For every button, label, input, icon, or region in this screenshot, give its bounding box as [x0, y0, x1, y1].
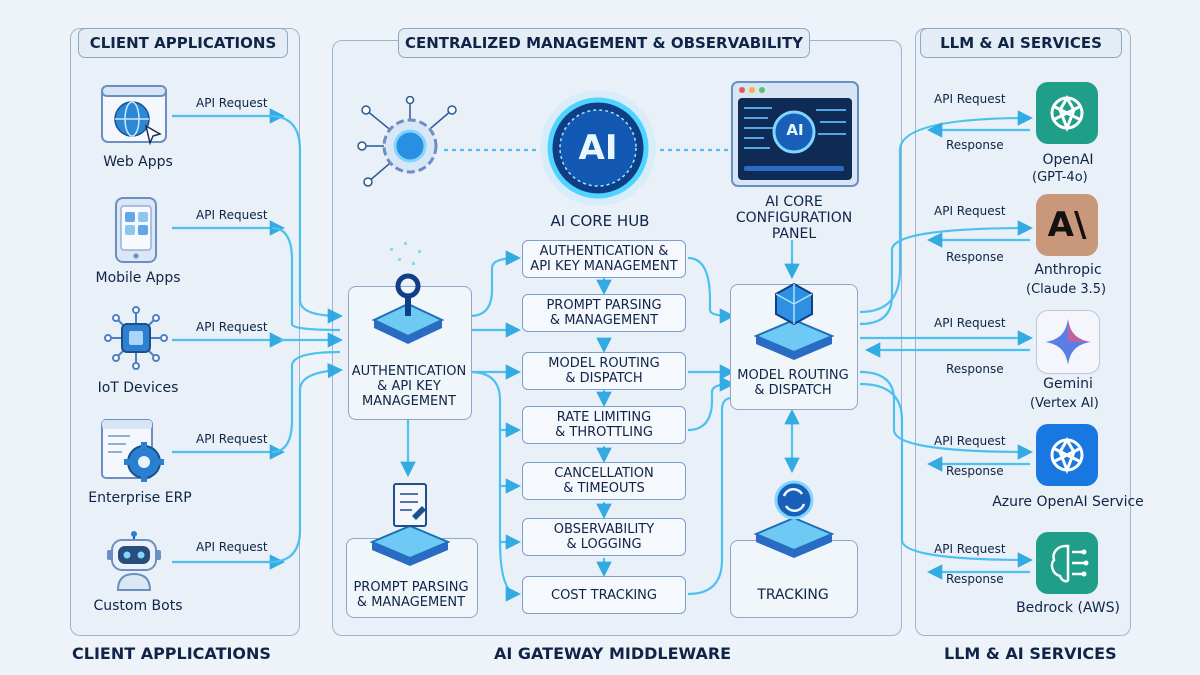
key-icon	[371, 242, 445, 344]
feature-authentication: AUTHENTICATION & API KEY MANAGEMENT	[522, 240, 686, 278]
feature-rate-limiting: RATE LIMITING & THROTTLING	[522, 406, 686, 444]
client-request-custom-bots: API Request	[196, 540, 268, 554]
cube-icon	[753, 282, 835, 360]
config-panel-label: AI CORE CONFIGURATION PANEL	[735, 194, 853, 242]
gemini-icon	[1036, 310, 1100, 374]
feature-observability: OBSERVABILITY & LOGGING	[522, 518, 686, 556]
service-request-openai: API Request	[934, 92, 1006, 106]
footer-ai-gateway: AI GATEWAY MIDDLEWARE	[494, 644, 732, 663]
ai-core-hub-icon	[540, 90, 656, 206]
client-name-enterprise-erp: Enterprise ERP	[88, 490, 192, 506]
bedrock-icon	[1036, 532, 1098, 594]
robot-icon	[107, 531, 161, 591]
client-name-mobile-apps: Mobile Apps	[95, 270, 181, 286]
refresh-icon	[753, 480, 835, 558]
client-request-mobile-apps: API Request	[196, 208, 268, 222]
azure-openai-icon	[1036, 424, 1098, 486]
client-request-iot-devices: API Request	[196, 320, 268, 334]
center-panel-title: CENTRALIZED MANAGEMENT & OBSERVABILITY	[398, 28, 810, 58]
service-response-anthropic: Response	[946, 250, 1004, 264]
feature-model-routing: MODEL ROUTING & DISPATCH	[522, 352, 686, 390]
prompt-platform-label: PROMPT PARSING & MANAGEMENT	[353, 580, 469, 610]
service-request-anthropic: API Request	[934, 204, 1006, 218]
client-name-web-apps: Web Apps	[103, 154, 173, 170]
service-sub-anthropic: (Claude 3.5)	[1026, 282, 1107, 297]
service-name-bedrock: Bedrock (AWS)	[1016, 600, 1120, 616]
configuration-panel-icon	[731, 81, 859, 187]
service-sub-gemini: (Vertex AI)	[1030, 396, 1099, 411]
ai-core-hub-label: AI CORE HUB	[550, 212, 650, 230]
client-name-iot-devices: IoT Devices	[97, 380, 179, 396]
client-request-enterprise-erp: API Request	[196, 432, 268, 446]
gear-network-icon	[357, 96, 457, 187]
service-name-azure: Azure OpenAI Service	[992, 494, 1144, 510]
service-request-gemini: API Request	[934, 316, 1006, 330]
anthropic-icon: A\	[1036, 194, 1098, 256]
footer-llm-services: LLM & AI SERVICES	[944, 644, 1117, 663]
llm-panel-title: LLM & AI SERVICES	[920, 28, 1122, 58]
chip-icon	[104, 306, 168, 370]
feature-cost-tracking: COST TRACKING	[522, 576, 686, 614]
config-panel-badge: AI	[786, 121, 804, 139]
tracking-platform-label: TRACKING	[757, 587, 829, 603]
service-response-bedrock: Response	[946, 572, 1004, 586]
openai-icon	[1036, 82, 1098, 144]
ai-hub-badge: AI	[578, 128, 618, 168]
feature-cancellation: CANCELLATION & TIMEOUTS	[522, 462, 686, 500]
client-panel-title: CLIENT APPLICATIONS	[78, 28, 288, 58]
client-request-web-apps: API Request	[196, 96, 268, 110]
service-request-azure: API Request	[934, 434, 1006, 448]
document-icon	[369, 483, 451, 566]
service-response-azure: Response	[946, 464, 1004, 478]
routing-platform-label: MODEL ROUTING & DISPATCH	[737, 368, 849, 398]
service-sub-openai: (GPT-4o)	[1032, 170, 1088, 185]
feature-prompt-parsing: PROMPT PARSING & MANAGEMENT	[522, 294, 686, 332]
footer-client-applications: CLIENT APPLICATIONS	[72, 644, 271, 663]
mobile-icon	[115, 197, 157, 263]
service-response-openai: Response	[946, 138, 1004, 152]
auth-platform-label: AUTHENTICATION & API KEY MANAGEMENT	[351, 364, 467, 409]
service-name-openai: OpenAI	[1042, 152, 1094, 168]
globe-icon	[101, 85, 167, 146]
service-name-gemini: Gemini	[1043, 376, 1093, 392]
service-response-gemini: Response	[946, 362, 1004, 376]
client-name-custom-bots: Custom Bots	[93, 598, 183, 614]
gear-window-icon	[101, 419, 164, 482]
service-name-anthropic: Anthropic	[1034, 262, 1102, 278]
service-request-bedrock: API Request	[934, 542, 1006, 556]
